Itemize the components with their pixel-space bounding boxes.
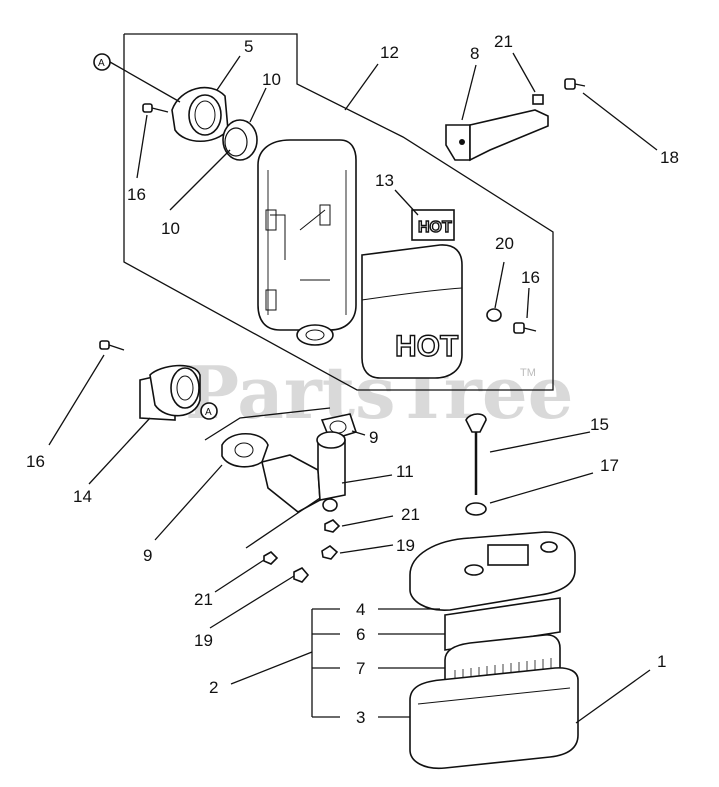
callout-19-right: 19 xyxy=(396,536,415,555)
callout-19-left: 19 xyxy=(194,631,213,650)
ref-marker-a-bottom-label: A xyxy=(205,407,212,418)
callout-2: 2 xyxy=(209,678,218,697)
exhaust-elbow-11 xyxy=(261,431,346,513)
hot-decal-small: HOT xyxy=(418,219,452,236)
callout-3: 3 xyxy=(356,708,365,727)
nut-21-mid xyxy=(324,519,341,533)
callout-11: 11 xyxy=(396,462,414,481)
callout-6: 6 xyxy=(356,625,365,644)
callout-15: 15 xyxy=(590,415,609,434)
callout-17: 17 xyxy=(600,456,619,475)
gasket-group-outline xyxy=(204,407,331,441)
washer-20 xyxy=(486,308,502,322)
nut-19-low xyxy=(293,567,310,583)
callout-12: 12 xyxy=(380,43,399,62)
heat-shield-13: HOT HOT xyxy=(361,209,463,379)
callout-16-right: 16 xyxy=(521,268,540,287)
pipe-group-outline xyxy=(245,497,321,549)
callout-9-right: 9 xyxy=(369,428,378,447)
wing-bolt-15 xyxy=(465,413,487,495)
screen-10 xyxy=(222,119,258,161)
callout-10-bottom: 10 xyxy=(161,219,180,238)
callout-21-left: 21 xyxy=(194,590,213,609)
callout-16-top: 16 xyxy=(127,185,146,204)
nut-19-mid xyxy=(321,545,339,560)
bolt-16-top xyxy=(142,103,169,113)
callout-5: 5 xyxy=(244,37,253,56)
air-cleaner-base-1 xyxy=(409,667,579,770)
ref-marker-a-top-label: A xyxy=(98,58,105,69)
flange-gasket-5 xyxy=(171,86,229,142)
callout-1: 1 xyxy=(657,652,666,671)
exhaust-adapter-14 xyxy=(139,364,201,421)
muffler-12 xyxy=(257,139,357,346)
callout-4: 4 xyxy=(356,600,365,619)
callout-21-top: 21 xyxy=(494,32,513,51)
hot-decal-large: HOT xyxy=(395,330,458,363)
callout-10-top: 10 xyxy=(262,70,281,89)
bolt-18 xyxy=(564,78,586,90)
pre-cleaner-6 xyxy=(444,597,561,651)
callout-16-left: 16 xyxy=(26,452,45,471)
callout-14: 14 xyxy=(73,487,92,506)
callout-8: 8 xyxy=(470,44,479,63)
gasket-9-left xyxy=(221,433,269,468)
callout-7: 7 xyxy=(356,659,365,678)
callout-9-left: 9 xyxy=(143,546,152,565)
watermark-tm: TM xyxy=(520,367,536,379)
air-cleaner-4-cover xyxy=(409,531,576,611)
nut-21-top xyxy=(532,94,544,105)
bolt-16-left xyxy=(99,340,125,351)
callout-20: 20 xyxy=(495,234,514,253)
washer-17 xyxy=(465,502,487,516)
callout-labels: 1 2 3 4 5 6 7 8 9 9 10 10 11 12 13 14 15… xyxy=(26,32,679,727)
callout-21-right: 21 xyxy=(401,505,420,524)
callout-13: 13 xyxy=(375,171,394,190)
bolt-16-right xyxy=(513,322,537,334)
callout-18: 18 xyxy=(660,148,679,167)
nut-21-low xyxy=(263,551,279,565)
muffler-group-outline xyxy=(123,33,554,391)
leader-lines xyxy=(48,52,658,724)
ref-marker-a-bottom xyxy=(200,402,218,420)
bracket-8 xyxy=(445,109,549,162)
